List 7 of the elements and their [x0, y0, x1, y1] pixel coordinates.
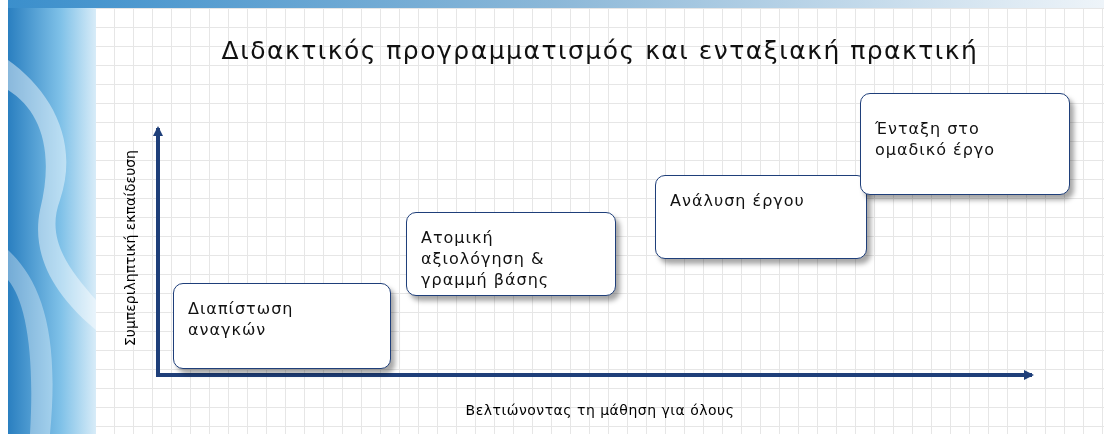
diagram-title: Διδακτικός προγραμματισμός και ενταξιακή πρακτική — [220, 35, 980, 67]
step-box: Ένταξη στο ομαδικό έργο — [860, 93, 1070, 195]
axis-label: Βελτιώνοντας τη μάθηση για όλους — [464, 402, 736, 418]
axis-label: Συμπεριληπτική εκπαίδευση — [122, 149, 138, 348]
step-box: Ανάλυση έργου — [655, 175, 867, 259]
step-box: Ατομική αξιολόγηση & γραμμή βάσης — [406, 212, 616, 296]
step-box: Διαπίστωση αναγκών — [173, 283, 391, 369]
